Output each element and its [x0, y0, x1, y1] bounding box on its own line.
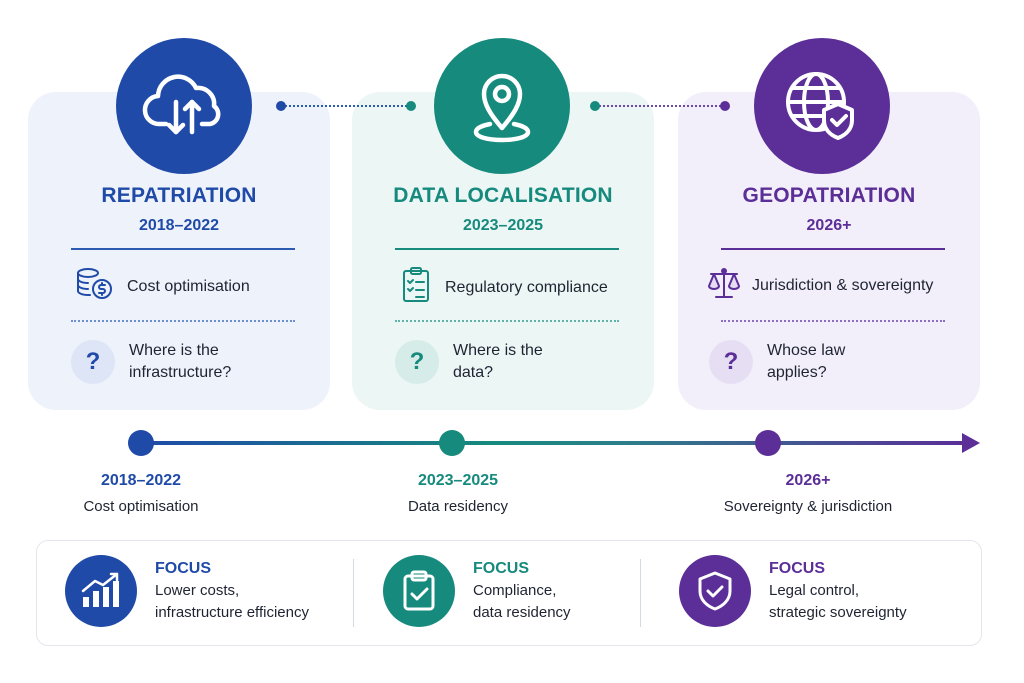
timeline-axis [128, 430, 980, 456]
era-years: 2026+ [806, 217, 852, 234]
focus-line-1: Compliance, [473, 582, 557, 599]
question-mark-icon: ? [71, 340, 115, 384]
focus-line-2: strategic sovereignty [769, 604, 907, 621]
era-dotted-divider [71, 320, 295, 322]
globe-shield-icon [754, 38, 890, 174]
focus-divider [353, 559, 354, 627]
era-years: 2018–2022 [138, 217, 220, 234]
timeline-year: 2018–2022 [100, 472, 182, 489]
era-column-repatriation: REPATRIATION 2018–2022 Cost optimisation… [28, 0, 330, 683]
focus-divider [640, 559, 641, 627]
timeline-label-3: 2026+ Sovereignty & jurisdiction [708, 472, 908, 515]
era-dotted-divider [721, 320, 945, 322]
question-mark-icon: ? [395, 340, 439, 384]
timeline-label-2: 2023–2025 Data residency [358, 472, 558, 515]
era-title: REPATRIATION [101, 184, 257, 207]
timeline-caption: Cost optimisation [83, 498, 199, 515]
era-driver: Jurisdiction & sovereignty [706, 266, 970, 305]
timeline-label-1: 2018–2022 Cost optimisation [41, 472, 241, 515]
era-column-data-localisation: DATA LOCALISATION 2023–2025 Regulatory c… [352, 0, 654, 683]
question-line-2: data? [453, 364, 494, 381]
focus-line-2: data residency [473, 604, 571, 621]
focus-item-cost: FOCUS Lower costs, infrastructure effici… [65, 555, 309, 627]
clipboard-checklist-icon [399, 266, 433, 309]
era-driver-label: Regulatory compliance [445, 278, 608, 296]
location-pin-icon [434, 38, 570, 174]
timeline-node-2 [439, 430, 465, 456]
timeline-year: 2026+ [785, 472, 831, 489]
focus-panel: FOCUS Lower costs, infrastructure effici… [36, 540, 982, 646]
focus-line-1: Legal control, [769, 582, 860, 599]
focus-label: FOCUS [155, 560, 211, 577]
coins-dollar-icon [75, 266, 115, 307]
question-line-1: Whose law [767, 342, 846, 359]
timeline-node-1 [128, 430, 154, 456]
timeline-year: 2023–2025 [417, 472, 499, 489]
question-line-2: infrastructure? [129, 364, 232, 381]
era-title: GEOPATRIATION [742, 184, 916, 207]
focus-item-compliance: FOCUS Compliance, data residency [383, 555, 571, 627]
timeline-caption: Data residency [407, 498, 509, 515]
focus-line-2: infrastructure efficiency [155, 604, 309, 621]
era-divider [395, 248, 619, 250]
connector-2 [590, 101, 730, 111]
timeline-arrowhead [962, 433, 980, 453]
focus-item-sovereignty: FOCUS Legal control, strategic sovereign… [679, 555, 907, 627]
era-divider [721, 248, 945, 250]
connector-1 [276, 101, 416, 111]
era-question: ? Where is the data? [395, 340, 644, 384]
question-line-1: Where is the [129, 342, 219, 359]
era-title: DATA LOCALISATION [393, 184, 613, 207]
focus-label: FOCUS [769, 560, 825, 577]
era-question: ? Whose law applies? [709, 340, 970, 384]
era-column-geopatriation: GEOPATRIATION 2026+ Jurisdiction & sover… [678, 0, 980, 683]
scales-icon [706, 266, 742, 305]
question-line-2: applies? [767, 364, 827, 381]
era-years: 2023–2025 [462, 217, 544, 234]
era-question: ? Where is the infrastructure? [71, 340, 320, 384]
focus-label: FOCUS [473, 560, 529, 577]
timeline-node-3 [755, 430, 781, 456]
question-line-1: Where is the [453, 342, 543, 359]
era-driver-label: Cost optimisation [127, 277, 250, 295]
era-divider [71, 248, 295, 250]
question-mark-icon: ? [709, 340, 753, 384]
era-driver: Cost optimisation [75, 266, 320, 307]
era-dotted-divider [395, 320, 619, 322]
focus-line-1: Lower costs, [155, 582, 240, 599]
era-driver-label: Jurisdiction & sovereignty [752, 276, 934, 294]
cloud-upload-download-icon [116, 38, 252, 174]
clipboard-check-icon [383, 555, 455, 627]
shield-check-icon [679, 555, 751, 627]
timeline-caption: Sovereignty & jurisdiction [723, 498, 893, 515]
era-driver: Regulatory compliance [399, 266, 644, 309]
bar-chart-growth-icon [65, 555, 137, 627]
